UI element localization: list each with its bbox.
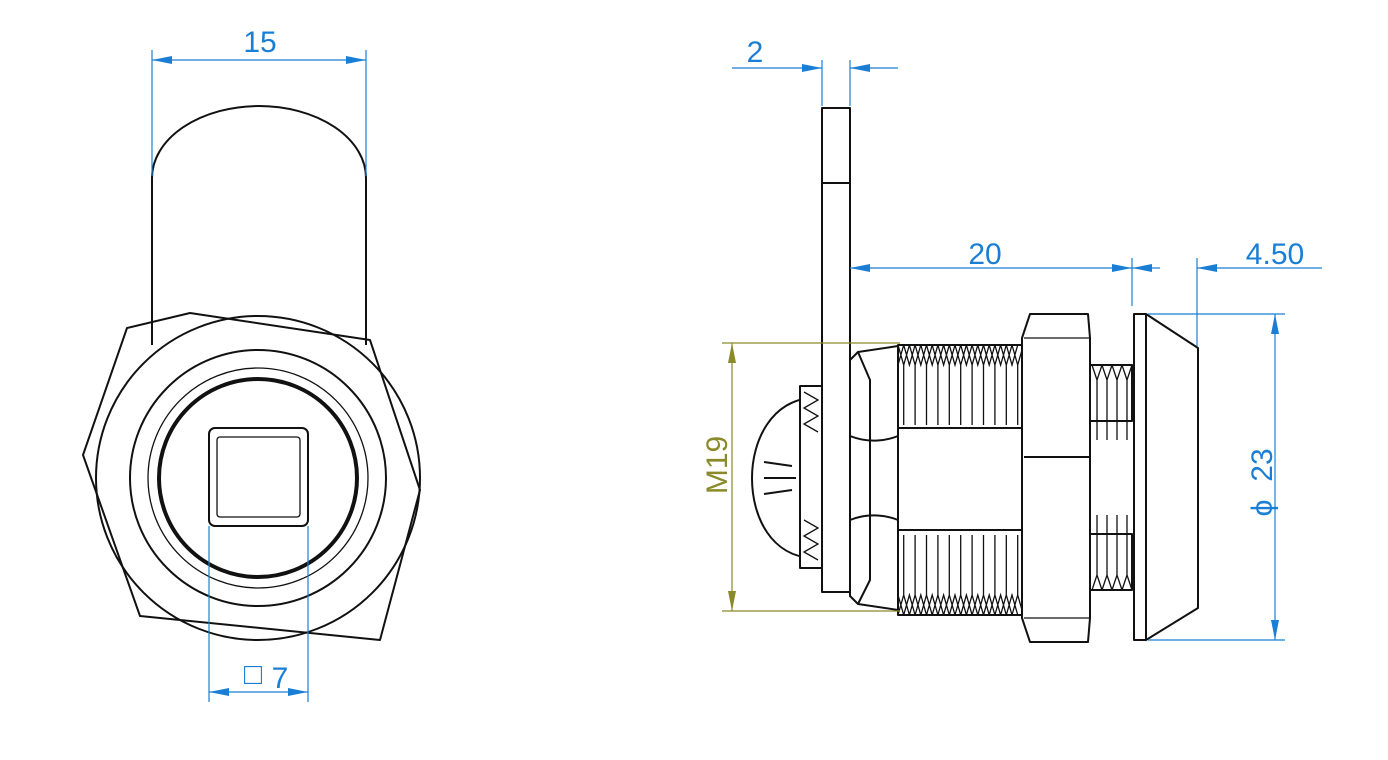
diameter-symbol: ϕ: [1246, 500, 1279, 517]
square-drive: [208, 427, 309, 527]
threaded-stud-upper: [1089, 364, 1133, 422]
dim-head-thickness-label: 4.50: [1246, 238, 1304, 271]
dimensions: 15 □ 7 2 20 4.50 M19 ϕ 23: [151, 26, 1322, 702]
plug-shoulder-lower: [849, 514, 899, 521]
dim-cam-thickness-label: 2: [747, 36, 764, 69]
hex-nut-side: [1021, 313, 1091, 643]
thread-lower: [898, 535, 1023, 615]
dim-head-diameter-label: 23: [1246, 448, 1279, 481]
dim-front-width-label: 15: [243, 26, 276, 59]
threaded-stud-lower: [1089, 533, 1133, 591]
square-drive-inner: [216, 436, 301, 518]
front-view: [82, 105, 421, 641]
plug-ring: [157, 377, 359, 579]
stud-thread-upper: [1091, 364, 1133, 440]
cam-arm: [151, 105, 367, 345]
stud-thread-lower: [1091, 515, 1133, 591]
dim-square-drive-label: 7: [272, 662, 289, 695]
dim-thread-label: M19: [701, 436, 734, 494]
bezel-head: [1133, 313, 1199, 641]
plug-body: [849, 345, 899, 611]
washer-teeth: [802, 391, 820, 561]
dim-body-length-label: 20: [968, 238, 1001, 271]
side-view: [751, 107, 1199, 643]
square-symbol: □: [244, 658, 263, 691]
bezel-ring: [129, 349, 387, 607]
thread-upper: [898, 345, 1023, 425]
bezel-inner-ring: [147, 367, 369, 589]
plug-collar: [857, 351, 871, 605]
plug-shoulder-upper: [849, 435, 899, 442]
hex-nut-outline: [82, 312, 421, 641]
screw-slot: [763, 461, 796, 495]
cam-plate: [821, 107, 851, 593]
outer-ring: [95, 315, 421, 641]
